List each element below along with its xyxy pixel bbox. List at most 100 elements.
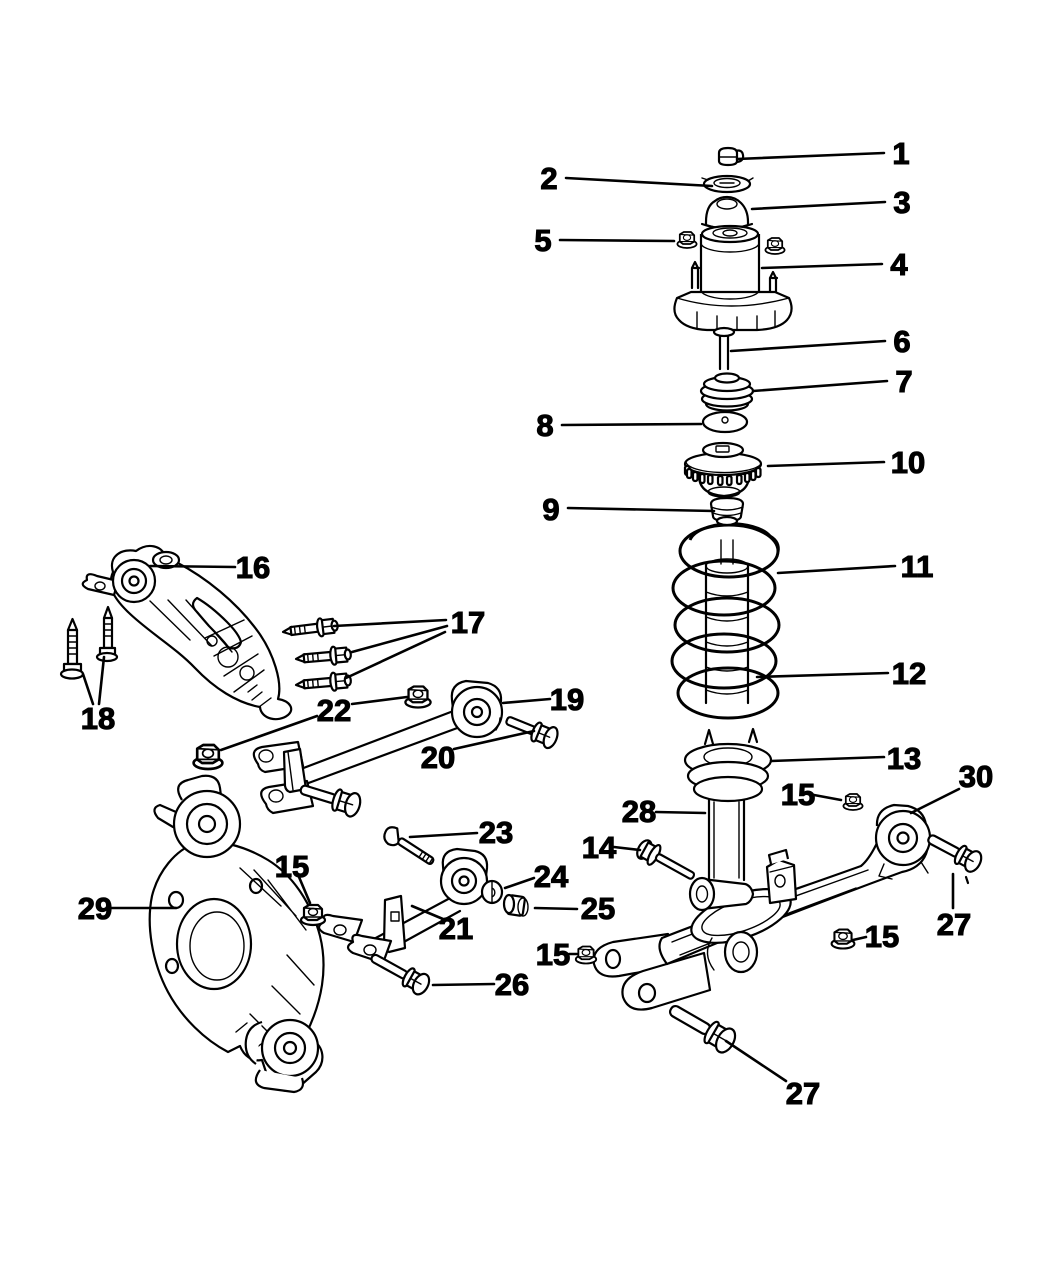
diagram-line [700, 877, 755, 911]
diagram-line [206, 635, 218, 647]
diagram-line [701, 177, 754, 184]
diagram-line [700, 289, 760, 300]
diagram-line [151, 550, 181, 570]
diagram-line [294, 671, 352, 692]
callout-11: 11 [901, 549, 934, 584]
part-nut-15b [842, 793, 864, 811]
diagram-line [723, 930, 759, 974]
callout-9: 9 [542, 492, 559, 527]
callout-12: 12 [892, 656, 926, 691]
callout-1: 1 [892, 136, 909, 171]
callout-22: 22 [317, 693, 351, 728]
part-strut-mount [673, 224, 793, 332]
diagram-line [671, 559, 777, 617]
leader-line-12 [755, 671, 890, 679]
leader-line-23 [408, 831, 479, 839]
diagram-line [120, 567, 148, 595]
diagram-line [363, 944, 377, 956]
part-arm-bushing-30 [874, 803, 932, 880]
leader-line-8 [560, 422, 703, 427]
part-upper-nut [717, 146, 745, 167]
callout-23: 23 [479, 815, 513, 850]
diagram-line [707, 798, 746, 882]
part-lower-isolator-bushing [709, 496, 745, 527]
diagram-line [712, 1032, 727, 1042]
diagram-line [103, 623, 113, 637]
part-spacer-bushing [502, 893, 529, 917]
callout-6: 6 [893, 324, 910, 359]
leader-line-17 [344, 630, 447, 680]
callout-4: 4 [890, 247, 908, 282]
part-spacer-disc [701, 410, 749, 434]
diagram-line [66, 628, 79, 666]
part-nut-15a [299, 903, 327, 927]
part-dust-cap [700, 195, 754, 230]
part-nut-15c [574, 945, 598, 965]
diagram-line [774, 874, 786, 888]
diagram-line [743, 471, 751, 484]
part-bolts-17 [281, 617, 352, 692]
leader-line-3 [750, 200, 887, 211]
leader-line-2 [564, 176, 714, 188]
diagram-line [713, 372, 741, 384]
diagram-line [700, 242, 760, 253]
leader-line-6 [729, 339, 887, 353]
part-dust-boot [704, 539, 750, 705]
diagram-line [721, 416, 729, 424]
callout-15: 15 [865, 919, 899, 954]
diagram-line [217, 646, 239, 668]
diagram-line [637, 982, 657, 1004]
diagram-line [688, 876, 716, 912]
diagram-line [450, 867, 478, 895]
diagram-line [397, 837, 435, 865]
diagram-line [95, 651, 119, 663]
diagram-line [343, 648, 352, 661]
leader-line-9 [566, 506, 716, 513]
diagram-line [383, 826, 400, 847]
diagram-line [66, 617, 79, 632]
leader-line-18 [81, 672, 95, 706]
part-link-nut-22a [404, 685, 432, 709]
callout-28: 28 [622, 794, 656, 829]
diagram-line [153, 803, 178, 829]
diagram-line [698, 472, 706, 485]
diagram-line [291, 708, 462, 790]
diagram-line [537, 732, 551, 738]
diagram-line [673, 596, 781, 654]
diagram-line [754, 466, 762, 479]
callout-20: 20 [421, 740, 455, 775]
diagram-line [670, 632, 778, 690]
leader-line-11 [776, 564, 897, 575]
diagram-line [703, 727, 759, 746]
diagram-line [306, 678, 319, 689]
part-coil-spring [670, 522, 781, 720]
diagram-line [722, 229, 738, 237]
diagram-line [735, 473, 743, 486]
callout-17: 17 [451, 605, 485, 640]
leader-line-18 [97, 655, 106, 706]
leader-line-28 [654, 810, 707, 815]
diagram-line [690, 260, 701, 290]
diagram-line [961, 855, 974, 863]
diagram-line [712, 227, 748, 239]
callout-25: 25 [581, 891, 615, 926]
diagram-line [703, 424, 726, 433]
diagram-line [418, 850, 434, 865]
diagram-line [718, 334, 730, 371]
diagram-line [282, 1040, 298, 1056]
leader-line-25 [533, 906, 579, 911]
part-lower-spring-seat [683, 727, 773, 803]
leader-line-7 [751, 379, 889, 393]
leader-line-24 [503, 876, 536, 890]
part-toe-link-bolt [505, 716, 559, 750]
callout-10: 10 [891, 445, 925, 480]
diagram-line [268, 789, 284, 803]
part-arm-bolt-27-bottom [668, 1004, 737, 1054]
callout-15: 15 [275, 849, 309, 884]
diagram-line [696, 310, 776, 331]
part-link-bushing-19 [450, 679, 504, 739]
part-mount-nut-right [764, 237, 786, 255]
diagram-line [604, 948, 622, 970]
callout-26: 26 [495, 967, 529, 1002]
diagram-line [67, 635, 78, 655]
